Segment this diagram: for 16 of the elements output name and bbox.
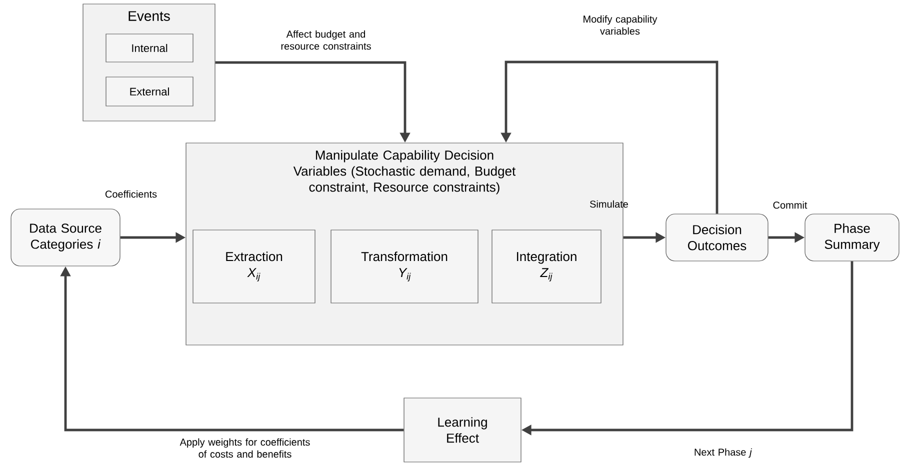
process-box: External: [106, 76, 194, 106]
rounded-box: Data Source Categories i: [10, 208, 120, 266]
rounded-box: Phase Summary: [804, 214, 900, 262]
edge-label: Affect budget and resource constraints: [281, 30, 371, 50]
edge-label: Commit: [773, 201, 808, 209]
rounded-box: Decision Outcomes: [666, 214, 768, 262]
variable-box: Extraction X$_{ij}$: [192, 230, 316, 304]
edge-label: Simulate: [590, 200, 628, 208]
process-box: Learning Effect: [404, 398, 522, 462]
process-box: Internal: [106, 34, 194, 62]
variable-box: Integration Z$_{ij}$: [492, 230, 602, 304]
edge-label: Modify capability variables: [584, 15, 658, 35]
edge-label: Next Phase j: [694, 448, 752, 458]
variable-box: Transformation Y$_{ij}$: [330, 230, 478, 304]
edge-label: Coefficients: [105, 190, 157, 198]
edge-label: Apply weights for coefficients of costs and benefits: [180, 438, 310, 458]
